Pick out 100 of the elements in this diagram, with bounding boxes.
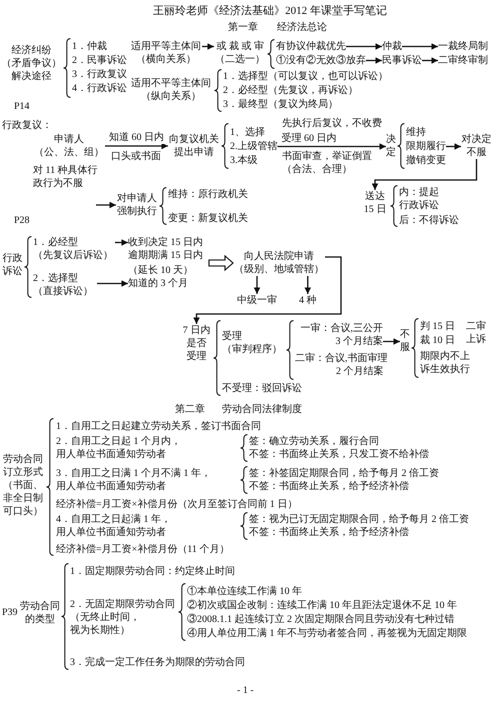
list-item: 签：补签固定期限合同，给予每月 2 倍工资 [249,467,439,480]
arrow [304,276,311,294]
list-item: 不签：书面终止关系，给予经济补偿 [249,526,409,539]
note-text: （合法、合理） [282,163,352,176]
formula-text: 经济补偿=月工资×补偿月份（11 个月） [56,543,230,556]
arrow [422,57,438,64]
flow-text: 对申请人强制执行 [116,192,158,218]
flow-text: 收到决定 15 日内 逾期期满 15 日内 [128,236,206,262]
topic-label: 经济纠纷（矛盾争议）解决途径 [1,44,62,83]
page-reference: P28 [14,214,30,227]
flow-text: 2．选择型 （直接诉讼） [33,272,97,298]
list-item: 1．选择型（可以复议，也可以诉讼） [223,70,388,83]
list-item: 受理（审判程序） [222,330,283,356]
topic-label: 行政诉讼 [2,252,23,278]
edge-label: 知道 60 日内 [109,131,164,144]
note-text: 口头或书面 [111,150,161,163]
edge-label: 受理 60 日内 [282,132,336,144]
list-item: 1．固定期限劳动合同：约定终止时间 [70,565,235,578]
arrow [372,159,478,190]
page-reference: P39 [2,606,18,619]
flow-text: 或 裁 或 审 （二选一） [214,40,266,66]
list-item: ②初次或国企改制：连续工作满 10 年且距法定退休不足 10 年 [187,599,457,612]
flow-text: 限期履行 [406,140,446,153]
list-item: 3．完成一定工作任务为期限的劳动合同 [70,656,245,669]
page-reference: P14 [14,100,30,113]
list-item: 3．行政复议 [72,68,127,81]
list-item: 签：视为已订无固定期限合同，给予每月 2 倍工资 [249,513,469,526]
list-item: 撤销变更 [406,154,446,167]
flow-text: 2.上级管辖 [230,140,278,153]
note-text: 先执行后复议，不收费 [282,117,382,130]
list-item: 1．仲裁 [72,40,107,53]
list-item: ③2008.1.1 起连续订立 2 次固定期限合同且劳动没有七种过错 [187,613,454,626]
chapter-heading: 第一章 [228,21,258,34]
flow-text: 向人民法院申请 （级别、地域管辖） [233,250,325,276]
chapter-heading: 第二章 [175,403,205,416]
topic-label: 行政复议： [2,119,52,132]
flow-text: 不服 [400,328,410,354]
arrow [446,143,461,150]
list-item: ④用人单位用工满 1 年不与劳动者签合同，再签视为无固定期限 [187,627,467,640]
list-item: 后：不得诉讼 [399,214,459,227]
list-item: 裁 10 日 [420,334,455,347]
flow-text: （延长 10 天） 知道的 3 个月 [128,264,200,290]
list-item: 判 15 日 [420,320,455,333]
list-item: 1、选择 [230,126,265,139]
topic-label: 劳动合同的类型 [20,600,60,626]
list-item: 不签：书面终止关系，只发工资不给补偿 [249,448,429,461]
flow-text: 7 日内是否受理 [182,324,211,363]
list-item: 维持：原行政机关 [168,188,248,201]
chapter-heading: 经济法总论 [277,21,327,34]
flow-text: 决定 [386,133,396,159]
list-item: 二审：合议,书面审理 [295,352,388,365]
arrow [115,239,128,246]
arrow [105,142,168,150]
arrow [97,280,128,287]
flow-text: 4 种 [299,294,316,307]
list-item: 3.本级 [230,154,258,167]
flow-text: 申请人 （公、法、组） [33,133,105,159]
flow-text: 二审终审制 [438,54,488,67]
page-title: 王丽玲老师《经济法基础》2012 年课堂手写笔记 [153,4,387,18]
flow-text: 中级一审 [237,294,277,307]
flow-text: 民事诉讼 [382,54,422,67]
arrow [202,43,214,50]
list-item: 2．必经型（先复议，再诉讼） [223,84,358,97]
flow-text: 仲裁 [382,40,402,53]
list-item: 4．行政诉讼 [72,82,127,95]
list-item: 不签：书面终止关系，给予经济补偿 [249,480,409,493]
note-text: 对 11 种具体行政行为不服 [33,164,99,190]
flow-text: 向复议机关提出申请 [168,133,220,159]
flow-text: 一审：合议,三公开 3 个月结案 [295,322,383,348]
arrow [193,256,342,324]
list-item: 2．无固定期限劳动合同（无终止时间，视为长期性） [70,598,176,637]
list-item: 签：确立劳动关系，履行合同 [249,435,379,448]
note-text: 2 个月结案 [336,365,384,378]
flow-text: 送达 15 日 [362,190,388,216]
list-item: 4．自用工之日起满 1 年，用人单位书面通知劳动者 [56,513,172,539]
list-item: ①本单位连续工作满 10 年 [187,585,302,598]
arrow [96,202,116,208]
category-label: 适用不平等主体间（纵向关系） [130,77,212,103]
list-item: 2．自用工之日起 1 个月内，用人单位书面通知劳动者 [56,435,182,461]
arrow [402,43,438,50]
list-item: 维持 [406,126,426,139]
flow-text: 1．必经型 （先复议后诉讼） [33,236,115,262]
flow-text: 适用平等主体间 （横向关系） [130,40,202,66]
arrow [383,338,400,345]
flow-text: 一裁终局制 [438,40,488,53]
list-item: 不受理：驳回诉讼 [222,382,302,395]
arrow [346,43,382,50]
flow-text: ①没有②无效③放弃 [276,54,366,67]
list-item: 1．自用工之日起建立劳动关系，签订书面合同 [56,420,261,433]
flow-text: 对决定不服 [461,133,492,159]
arrow [366,57,382,64]
list-item: 3．最终型（复议为终局） [223,98,338,111]
page-number: - 1 - [237,684,254,697]
arrow [278,143,386,150]
list-item: 变更：新复议机关 [168,212,248,225]
list-item: 内：提起行政诉讼 [399,186,440,212]
note-text: 二审上诉 [466,320,487,346]
block-arrow [208,254,234,272]
arrow [254,276,260,294]
flow-text: 有协议仲裁优先 [276,40,346,53]
